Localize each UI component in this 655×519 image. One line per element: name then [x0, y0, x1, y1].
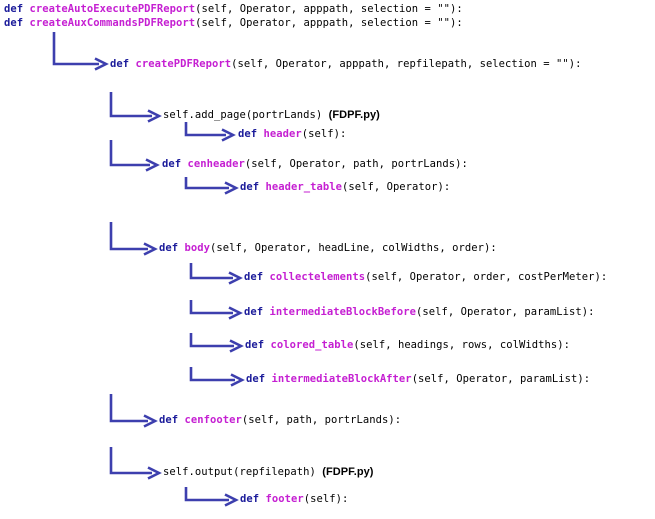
parameters: (self, Operator, apppath, repfilepath, s… [231, 58, 582, 70]
keyword-def: def [246, 373, 266, 385]
code-line-footer: def footer(self): [240, 493, 348, 506]
function-name: createAutoExecutePDFReport [29, 3, 196, 15]
parameters: (self, Operator, headLine, colWidths, or… [210, 242, 497, 254]
arrow-to-header-table [184, 177, 239, 195]
source-file-note: (FDPF.py) [328, 109, 380, 121]
code-line-colored-table: def colored_table(self, headings, rows, … [245, 339, 570, 352]
function-name: intermediateBlockAfter [271, 373, 412, 385]
arrow-to-intermediate-block-before [189, 300, 243, 320]
source-file-note: (FDPF.py) [322, 466, 374, 478]
parameters: (self, path, portrLands): [241, 414, 402, 426]
code-line-cenfooter: def cenfooter(self, path, portrLands): [159, 414, 401, 427]
parameters: (self, Operator, order, costPerMeter): [365, 271, 608, 283]
function-name: createPDFReport [135, 58, 232, 70]
statement: self.output(repfilepath) [163, 466, 316, 478]
arrow-to-body [109, 222, 158, 256]
keyword-def: def [162, 158, 182, 170]
code-line-add-page: self.add_page(portrLands) (FDPF.py) [163, 109, 380, 122]
code-line-intermediate-block-after: def intermediateBlockAfter(self, Operato… [246, 373, 590, 386]
code-line-collectelements: def collectelements(self, Operator, orde… [244, 271, 607, 284]
arrow-to-intermediate-block-after [189, 367, 245, 387]
keyword-def: def [245, 339, 265, 351]
code-line-intermediate-block-before: def intermediateBlockBefore(self, Operat… [244, 306, 594, 319]
function-name: body [184, 242, 210, 254]
parameters: (self, headings, rows, colWidths): [353, 339, 570, 351]
arrow-to-header [184, 122, 236, 142]
code-line-header: def header(self): [238, 128, 346, 141]
parameters: (self): [303, 493, 349, 505]
arrow-to-create-pdf-report [52, 32, 109, 71]
keyword-def: def [244, 271, 264, 283]
arrow-to-output [109, 447, 162, 480]
keyword-def: def [159, 242, 179, 254]
keyword-def: def [4, 3, 24, 15]
function-name: intermediateBlockBefore [269, 306, 417, 318]
function-name: footer [265, 493, 304, 505]
function-name: collectelements [269, 271, 366, 283]
arrow-to-collectelements [189, 263, 243, 285]
parameters: (self): [301, 128, 347, 140]
arrow-to-colored-table [189, 333, 244, 353]
arrow-to-cenheader [109, 140, 160, 172]
code-line-body: def body(self, Operator, headLine, colWi… [159, 242, 497, 255]
arrow-to-add-page [109, 92, 162, 123]
code-line-cenheader: def cenheader(self, Operator, path, port… [162, 158, 468, 171]
parameters: (self, Operator): [341, 181, 451, 193]
parameters: (self, Operator, paramList): [416, 306, 595, 318]
function-name: header_table [265, 181, 342, 193]
statement: self.add_page(portrLands) [163, 109, 323, 121]
keyword-def: def [240, 493, 260, 505]
code-line-header-table: def header_table(self, Operator): [240, 181, 450, 194]
keyword-def: def [159, 414, 179, 426]
function-name: cenfooter [184, 414, 242, 426]
parameters: (self, Operator, apppath, selection = ""… [195, 3, 463, 15]
keyword-def: def [238, 128, 258, 140]
function-name: colored_table [270, 339, 354, 351]
arrow-to-cenfooter [109, 394, 158, 428]
keyword-def: def [110, 58, 130, 70]
function-name: createAuxCommandsPDFReport [29, 17, 196, 29]
parameters: (self, Operator, apppath, selection = ""… [195, 17, 463, 29]
arrow-to-footer [184, 487, 239, 507]
code-line-create-pdf-report: def createPDFReport(self, Operator, appp… [110, 58, 582, 71]
function-name: cenheader [187, 158, 245, 170]
keyword-def: def [244, 306, 264, 318]
parameters: (self, Operator, path, portrLands): [244, 158, 468, 170]
keyword-def: def [240, 181, 260, 193]
parameters: (self, Operator, paramList): [411, 373, 591, 385]
code-line-create-aux-commands: def createAuxCommandsPDFReport(self, Ope… [4, 17, 463, 30]
code-line-create-auto-execute: def createAutoExecutePDFReport(self, Ope… [4, 3, 463, 16]
code-line-output: self.output(repfilepath) (FDPF.py) [163, 466, 373, 479]
function-name: header [263, 128, 302, 140]
keyword-def: def [4, 17, 24, 29]
